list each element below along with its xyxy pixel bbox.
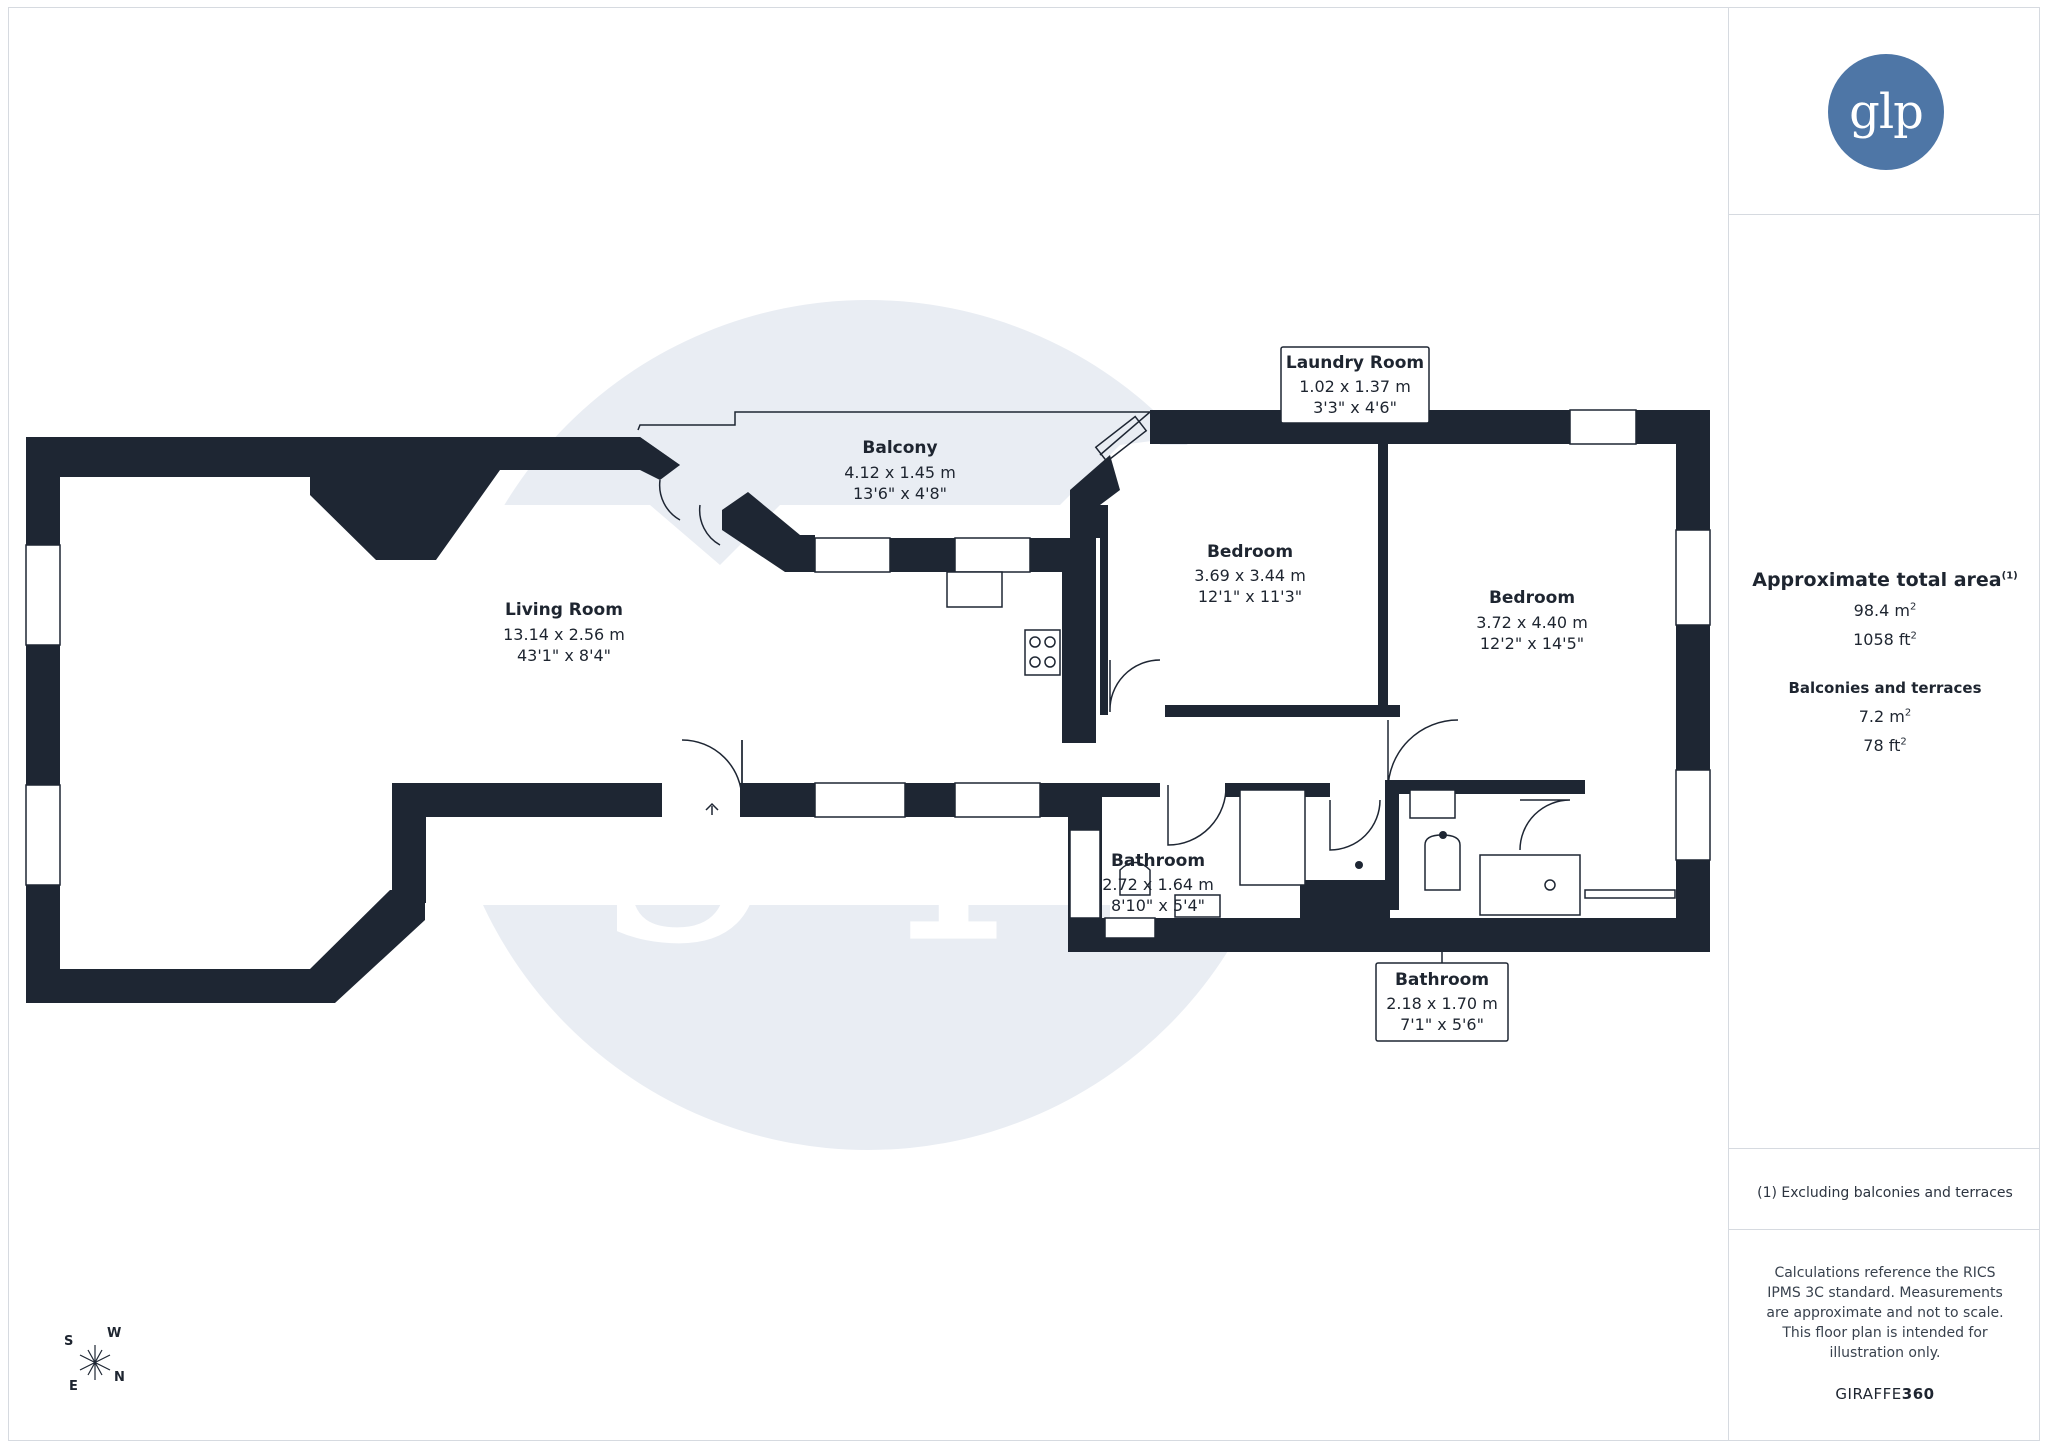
- svg-text:13.14 x 2.56 m: 13.14 x 2.56 m: [503, 625, 625, 644]
- compass-s: S: [64, 1334, 73, 1349]
- bathroom-1-label: Bathroom 2.72 x 1.64 m 8'10" x 5'4": [1102, 851, 1214, 915]
- bathroom-2-label-box: Bathroom 2.18 x 1.70 m 7'1" x 5'6": [1375, 952, 1509, 1042]
- svg-text:2.72 x 1.64 m: 2.72 x 1.64 m: [1102, 875, 1214, 894]
- balconies-title: Balconies and terraces: [1788, 679, 1982, 697]
- svg-text:Living Room: Living Room: [505, 600, 623, 620]
- svg-text:4.12 x 1.45 m: 4.12 x 1.45 m: [844, 463, 956, 482]
- bathroom-2-dim-ft: 7'1" x 5'6": [1400, 1015, 1484, 1034]
- svg-text:Bedroom: Bedroom: [1489, 588, 1575, 608]
- laundry-room-dim-ft: 3'3" x 4'6": [1313, 398, 1397, 417]
- bedroom-1-label: Bedroom 3.69 x 3.44 m 12'1" x 11'3": [1194, 542, 1306, 606]
- bathroom-2-name: Bathroom: [1395, 970, 1489, 990]
- svg-text:3.69 x 3.44 m: 3.69 x 3.44 m: [1194, 566, 1306, 585]
- svg-text:12'2" x 14'5": 12'2" x 14'5": [1480, 634, 1584, 653]
- windows: [25, 409, 1711, 919]
- balcony-outline: [637, 411, 1151, 463]
- svg-text:43'1" x 8'4": 43'1" x 8'4": [517, 646, 611, 665]
- brand-giraffe360: GIRAFFE360: [1835, 1385, 1935, 1403]
- area-title: Approximate total area(1): [1752, 569, 2018, 591]
- sidebar-divider: [1729, 1148, 2040, 1149]
- sidebar-divider: [1729, 1229, 2040, 1230]
- living-room-west-wall: [26, 437, 60, 1003]
- page-frame: [8, 7, 2040, 1441]
- svg-text:13'6" x 4'8": 13'6" x 4'8": [853, 484, 947, 503]
- pipe-marker: [1355, 861, 1363, 869]
- svg-text:3.72 x 4.40 m: 3.72 x 4.40 m: [1476, 613, 1588, 632]
- svg-text:Balcony: Balcony: [862, 438, 937, 458]
- calculations-note: Calculations reference the RICS IPMS 3C …: [1766, 1265, 2004, 1361]
- living-room-label: Living Room 13.14 x 2.56 m 43'1" x 8'4": [503, 600, 625, 665]
- compass-n: N: [114, 1370, 125, 1385]
- compass-w: W: [107, 1326, 121, 1341]
- footnote: (1) Excluding balconies and terraces: [1757, 1185, 2013, 1201]
- svg-text:8'10" x 5'4": 8'10" x 5'4": [1111, 896, 1205, 915]
- living-room-south-wall: [26, 969, 326, 1003]
- fixtures: [946, 571, 1581, 939]
- bedroom-2-label: Bedroom 3.72 x 4.40 m 12'2" x 14'5": [1476, 588, 1588, 653]
- sidebar-divider: [1729, 214, 2040, 215]
- compass-e: E: [69, 1379, 78, 1394]
- laundry-room-name: Laundry Room: [1286, 353, 1424, 373]
- balconies-area-ft2: 78 ft2: [1863, 736, 1907, 755]
- svg-text:12'1" x 11'3": 12'1" x 11'3": [1198, 587, 1302, 606]
- glp-logo: glp: [1828, 54, 1944, 170]
- total-area-ft2: 1058 ft2: [1853, 630, 1917, 649]
- balconies-area-m2: 7.2 m2: [1858, 707, 1912, 726]
- laundry-room-dim-m: 1.02 x 1.37 m: [1299, 377, 1411, 396]
- toilet-marker: [1439, 831, 1447, 839]
- sidebar: glp Approximate total area(1) 98.4 m2 10…: [1728, 7, 2040, 1441]
- compass-icon: S W E N: [64, 1326, 125, 1394]
- laundry-room-label-box: Laundry Room 1.02 x 1.37 m 3'3" x 4'6": [1280, 346, 1430, 424]
- area-summary: Approximate total area(1) 98.4 m2 1058 f…: [1729, 569, 2041, 755]
- floor-plan: glp: [25, 300, 1711, 1394]
- total-area-m2: 98.4 m2: [1853, 601, 1917, 620]
- bathroom-2-dim-m: 2.18 x 1.70 m: [1386, 994, 1498, 1013]
- balcony-label: Balcony 4.12 x 1.45 m 13'6" x 4'8": [844, 438, 956, 503]
- svg-text:Bathroom: Bathroom: [1111, 851, 1205, 871]
- walls: [26, 410, 1710, 1003]
- doors: [658, 479, 1571, 851]
- svg-text:Bedroom: Bedroom: [1207, 542, 1293, 562]
